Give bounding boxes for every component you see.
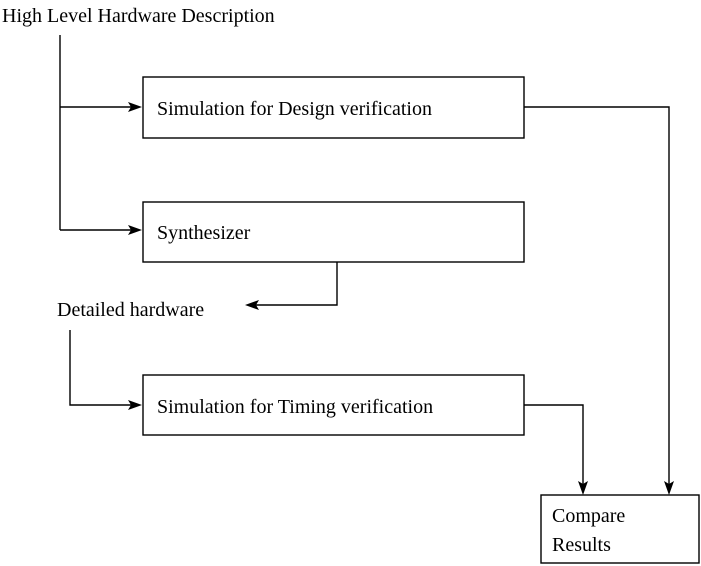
connector-synthesizer-to-detailed-hardware (252, 262, 338, 306)
box-label-simulation-design-verification: Simulation for Design verification (157, 98, 432, 120)
box-label-synthesizer: Synthesizer (157, 222, 251, 244)
high-level-hardware-description-label: High Level Hardware Description (2, 5, 275, 27)
box-synthesizer[interactable] (142, 201, 525, 263)
box-compare-results[interactable] (540, 494, 700, 564)
arrowhead-into-timing-sim (128, 400, 142, 410)
detailed-hardware-label: Detailed hardware (57, 299, 204, 321)
arrowhead-into-synthesizer (128, 225, 142, 235)
box-simulation-design-verification[interactable] (142, 76, 525, 139)
connector-detailed-hardware-to-timing-sim (69, 330, 135, 406)
arrowhead-into-detailed-hardware (245, 300, 259, 310)
arrowhead-into-design-sim (128, 102, 142, 112)
box-simulation-timing-verification[interactable] (142, 374, 525, 436)
box-label-compare-results-line1: Compare (552, 505, 625, 527)
arrowhead-timing-sim-into-compare-results (578, 481, 588, 495)
box-label-simulation-timing-verification: Simulation for Timing verification (157, 396, 433, 418)
arrowhead-design-sim-into-compare-results (664, 481, 674, 495)
connector-timing-sim-to-compare-results (524, 404, 584, 486)
connector-design-sim-to-compare-results (524, 106, 670, 486)
box-label-compare-results-line2: Results (552, 534, 611, 556)
